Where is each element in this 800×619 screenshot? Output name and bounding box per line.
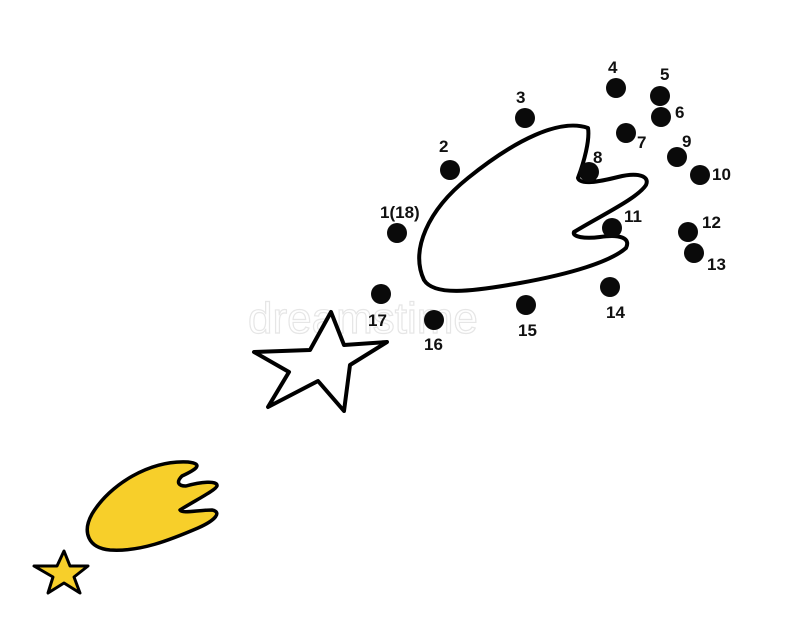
dot-label-10: 10 bbox=[712, 165, 731, 184]
dot-16 bbox=[424, 310, 444, 330]
yellow-star-icon bbox=[32, 549, 90, 595]
outline-star-icon bbox=[252, 310, 389, 413]
dot-label-14: 14 bbox=[606, 303, 625, 322]
dot-label-5: 5 bbox=[660, 65, 669, 84]
dot-label-1: 1(18) bbox=[380, 203, 420, 222]
dot-4 bbox=[606, 78, 626, 98]
dot-6 bbox=[651, 107, 671, 127]
dot-11 bbox=[602, 218, 622, 238]
dot-label-9: 9 bbox=[682, 132, 691, 151]
dot-5 bbox=[650, 86, 670, 106]
dot-label-16: 16 bbox=[424, 335, 443, 354]
dot-7 bbox=[616, 123, 636, 143]
dot-label-8: 8 bbox=[593, 148, 602, 167]
dot-17 bbox=[371, 284, 391, 304]
dot-label-2: 2 bbox=[439, 137, 448, 156]
dot-label-15: 15 bbox=[518, 321, 537, 340]
dot-14 bbox=[600, 277, 620, 297]
dot-label-17: 17 bbox=[368, 311, 387, 330]
dot-label-6: 6 bbox=[675, 103, 684, 122]
dot-8 bbox=[579, 162, 599, 182]
dot-15 bbox=[516, 295, 536, 315]
dot-10 bbox=[690, 165, 710, 185]
dot-1 bbox=[387, 223, 407, 243]
yellow-comet-icon bbox=[85, 460, 219, 552]
dot-label-12: 12 bbox=[702, 213, 721, 232]
dot-13 bbox=[684, 243, 704, 263]
comet-tail-outline bbox=[417, 123, 649, 293]
dot-9 bbox=[667, 147, 687, 167]
dot-label-7: 7 bbox=[637, 133, 646, 152]
numbered-dots: 1(18) 2 3 4 56 7 8 9 10 11 12 13 14 15 16 17 bbox=[368, 58, 731, 354]
dot-label-3: 3 bbox=[516, 88, 525, 107]
dot-12 bbox=[678, 222, 698, 242]
dot-label-11: 11 bbox=[624, 207, 642, 226]
dot-3 bbox=[515, 108, 535, 128]
dot-label-13: 13 bbox=[707, 255, 726, 274]
dot-label-4: 4 bbox=[608, 58, 618, 77]
dot-2 bbox=[440, 160, 460, 180]
